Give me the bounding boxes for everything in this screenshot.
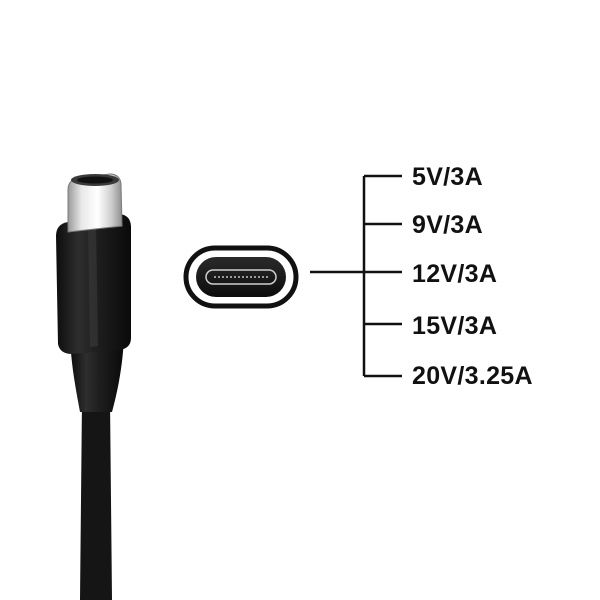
spec-label-5v: 5V/3A <box>412 163 483 191</box>
spec-label-20v: 20V/3.25A <box>412 362 533 390</box>
spec-label-15v: 15V/3A <box>412 312 498 340</box>
cable-wire <box>80 400 112 600</box>
usb-c-port-icon <box>183 245 299 309</box>
bracket-lines <box>362 174 402 378</box>
cable-metal-plug <box>67 173 123 233</box>
spec-label-12v: 12V/3A <box>412 260 498 288</box>
usb-c-cable-icon <box>56 173 131 600</box>
spec-label-9v: 9V/3A <box>412 211 483 239</box>
